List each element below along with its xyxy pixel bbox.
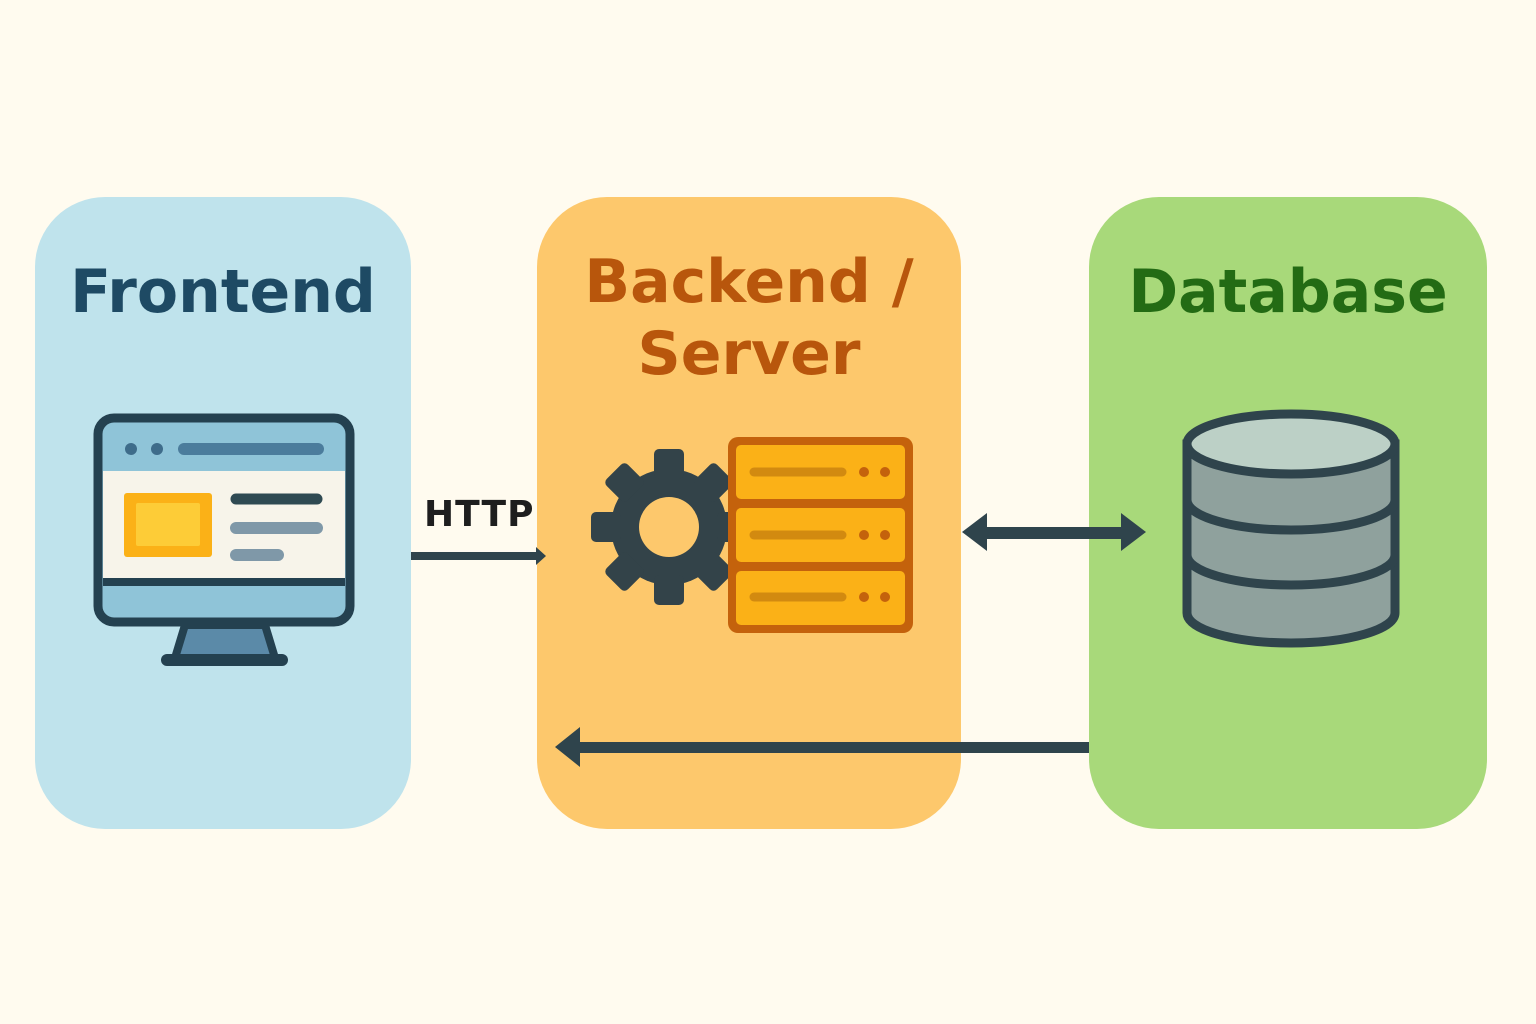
database-to-backend-return-arrow bbox=[555, 727, 1089, 767]
backend-title-line2: Server bbox=[637, 319, 861, 389]
database-cylinder-icon bbox=[1182, 409, 1400, 648]
monitor-browser-icon bbox=[93, 413, 355, 666]
backend-database-bidirectional-arrow bbox=[962, 513, 1146, 551]
backend-title-line1: Backend / bbox=[584, 247, 914, 317]
gear-server-icon bbox=[591, 437, 913, 633]
database-title: Database bbox=[1128, 257, 1448, 327]
gear-icon bbox=[591, 449, 747, 605]
http-edge-label: HTTP bbox=[424, 494, 535, 535]
server-rack-icon bbox=[728, 437, 913, 633]
backend-title: Backend / Server bbox=[537, 246, 961, 390]
frontend-title: Frontend bbox=[70, 257, 376, 327]
http-arrow bbox=[411, 547, 546, 565]
